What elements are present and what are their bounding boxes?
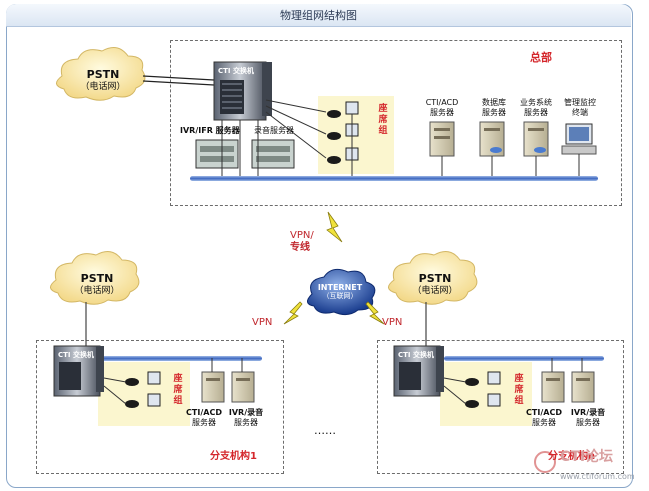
- hq-lan-bus: [190, 176, 598, 181]
- vpn-dedicated-line1: VPN/: [290, 230, 314, 241]
- branch1-cti-acd-server-icon: [201, 371, 225, 403]
- internet-label: INTERNET （互联网）: [312, 283, 368, 301]
- hq-monitor-terminal-icon: [561, 123, 597, 155]
- branchn-seat-area: [440, 362, 532, 426]
- branch1-ivr-server-icon: [231, 371, 255, 403]
- branchn-vpn-label: VPN: [382, 317, 403, 328]
- hq-agent-phone-3: [327, 147, 359, 164]
- internet-title: INTERNET: [317, 283, 363, 292]
- branchn-ivr-label: IVR/录音 服务器: [566, 408, 610, 428]
- hq-db-label-1: 数据库: [482, 98, 506, 107]
- hq-pstn-label: PSTN （电话网）: [70, 68, 136, 94]
- branch1-seat-group-label: 座席组: [173, 374, 183, 406]
- hq-recording-server-icon: [251, 139, 295, 169]
- branch1-pstn-cloud: [50, 250, 140, 305]
- branchn-lan-bus: [444, 356, 604, 361]
- hq-vpn-bolt: [326, 211, 343, 243]
- hq-seat-group-label: 座席组: [378, 104, 388, 136]
- branchn-cti-switch-icon: [393, 345, 444, 397]
- diagram-title: 物理组网结构图: [280, 9, 357, 22]
- hq-cti-acd-label-2: 服务器: [430, 108, 454, 117]
- branchn-agent-phone-1: [465, 371, 501, 386]
- branch1-cti-switch-label: CTI 交换机: [58, 351, 94, 359]
- hq-pstn-subtitle: （电话网）: [80, 82, 126, 92]
- branchn-cti-switch-label: CTI 交换机: [398, 351, 434, 359]
- hq-recording-label: 录音服务器: [254, 126, 294, 135]
- hq-monitor-label-2: 终端: [572, 108, 588, 117]
- branch1-agent-phone-2: [125, 393, 161, 408]
- branch1-cti-acd-line2: 服务器: [192, 418, 216, 427]
- watermark-url: www.ctiforum.com: [560, 472, 635, 481]
- hq-db-label-2: 服务器: [482, 108, 506, 117]
- branch1-vpn-bolt: [283, 301, 303, 325]
- hq-cti-acd-server-icon: [429, 121, 455, 157]
- branch1-name: 分支机构1: [210, 451, 257, 462]
- ctiforum-logo: [534, 451, 556, 473]
- branchn-vpn-bolt: [365, 301, 385, 325]
- branchn-agent-phone-2: [465, 393, 501, 408]
- branch1-lan-bus: [102, 356, 262, 361]
- hq-monitor-label-1: 管理监控: [564, 98, 596, 107]
- branch1-pstn-label: PSTN （电话网）: [64, 272, 130, 298]
- branchn-cti-acd-line2: 服务器: [532, 418, 556, 427]
- internet-subtitle: （互联网）: [322, 292, 358, 300]
- title-bar: [6, 4, 631, 27]
- branchn-pstn-title: PSTN: [418, 272, 452, 285]
- branch1-ivr-line2: 服务器: [234, 418, 258, 427]
- branchn-seat-group-label: 座席组: [514, 374, 524, 406]
- hq-ivr-server-icon: [195, 139, 239, 169]
- branchn-ivr-line1: IVR/录音: [570, 408, 606, 417]
- branch1-pstn-title: PSTN: [80, 272, 114, 285]
- branchn-cti-acd-line1: CTI/ACD: [526, 408, 562, 417]
- watermark-logo-text: CTI论坛: [560, 449, 614, 465]
- hq-pstn-title: PSTN: [86, 68, 120, 81]
- branchn-pstn-subtitle: （电话网）: [412, 286, 458, 296]
- branch1-cti-switch-icon: [53, 345, 104, 397]
- hq-ivr-ifr-label: IVR/IFR 服务器: [180, 126, 240, 135]
- branchn-cti-acd-server-icon: [541, 371, 565, 403]
- branchn-ivr-line2: 服务器: [576, 418, 600, 427]
- branch1-agent-phone-1: [125, 371, 161, 386]
- branch-ellipsis: ……: [314, 424, 336, 437]
- hq-name: 总部: [530, 51, 552, 64]
- hq-cti-switch-icon: [213, 61, 272, 121]
- branch1-pstn-subtitle: （电话网）: [74, 286, 120, 296]
- branchn-cti-acd-label: CTI/ACD 服务器: [524, 408, 564, 428]
- branch1-vpn-label: VPN: [252, 317, 273, 328]
- branchn-pstn-label: PSTN （电话网）: [402, 272, 468, 298]
- branch1-cti-acd-line1: CTI/ACD: [186, 408, 222, 417]
- branch1-ivr-label: IVR/录音 服务器: [224, 408, 268, 428]
- hq-business-label-2: 服务器: [524, 108, 548, 117]
- vpn-dedicated-line2: 专线: [290, 242, 310, 253]
- branchn-pstn-cloud: [388, 250, 478, 305]
- hq-business-label-1: 业务系统: [520, 98, 552, 107]
- hq-cti-switch-label: CTI 交换机: [218, 67, 254, 75]
- hq-db-server-icon: [479, 121, 505, 157]
- hq-business-server-icon: [523, 121, 549, 157]
- internet-cloud: [307, 268, 376, 316]
- branch1-ivr-line1: IVR/录音: [228, 408, 264, 417]
- hq-agent-phone-1: [327, 101, 359, 118]
- branchn-ivr-server-icon: [571, 371, 595, 403]
- vpn-dedicated-label: VPN/ 专线: [290, 230, 314, 254]
- hq-agent-phone-2: [327, 123, 359, 140]
- branchn-name: 分支机构n: [548, 451, 596, 462]
- hq-cti-acd-label-1: CTI/ACD: [425, 98, 459, 107]
- branch1-cti-acd-label: CTI/ACD 服务器: [184, 408, 224, 428]
